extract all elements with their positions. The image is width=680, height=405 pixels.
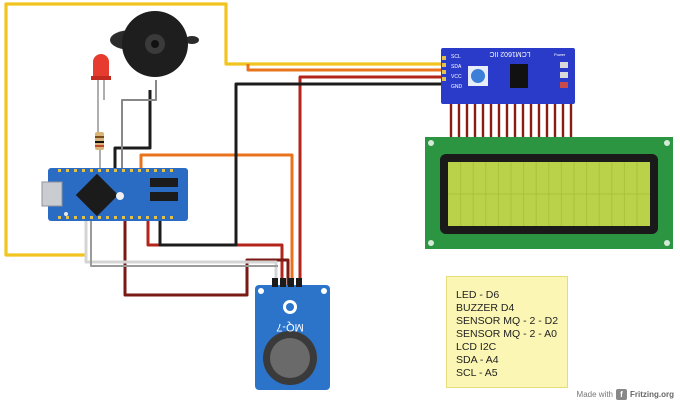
fritzing-logo-icon: f — [616, 389, 627, 400]
i2c-lcd-pins — [449, 104, 573, 137]
sensor-pins — [272, 278, 302, 287]
gray-wire — [90, 221, 278, 267]
buzzer — [110, 11, 199, 77]
red-wire — [146, 221, 284, 285]
made-with-text: Made with — [576, 390, 613, 399]
note-line-led: LED - D6 — [456, 289, 500, 301]
note-line-scl: SCL - A5 — [456, 367, 498, 379]
fritzing-credit: Made with f Fritzing.org — [577, 389, 674, 400]
note-line-sda: SDA - A4 — [456, 354, 499, 366]
arduino-nano — [41, 168, 188, 221]
i2c-power-label: Power — [554, 52, 566, 57]
i2c-pin-vcc: VCC — [451, 74, 462, 80]
nano-top-pins — [58, 169, 173, 172]
wires — [4, 2, 573, 297]
dark-red-wire — [123, 221, 290, 297]
black-wire — [158, 82, 444, 247]
i2c-pin-scl: SCL — [451, 54, 461, 60]
i2c-pin-header — [442, 56, 446, 81]
orange-wire — [139, 153, 294, 285]
fritzing-brand: Fritzing.org — [630, 390, 674, 399]
i2c-pin-sda: SDA — [451, 64, 462, 70]
nano-bottom-pins — [58, 216, 173, 219]
i2c-module: LCM1602 IIC SCL SDA VCC GND Power — [441, 48, 575, 104]
i2c-pin-gnd: GND — [451, 84, 463, 90]
white-wire — [84, 221, 278, 285]
resistor — [95, 132, 104, 168]
i2c-label: LCM1602 IIC — [489, 50, 530, 57]
note-line-lcd: LCD I2C — [456, 341, 497, 353]
black-wire-2 — [113, 90, 152, 168]
lcd-grid — [448, 162, 650, 226]
gas-sensor: MQ-7 — [255, 278, 330, 390]
yellow-wire — [4, 2, 444, 257]
red-wire-2 — [298, 75, 444, 285]
buzzer-lead — [121, 80, 157, 168]
note-line-sensor-analog: SENSOR MQ - 2 - A0 — [456, 328, 557, 340]
note-line-buzzer: BUZZER D4 — [456, 302, 515, 314]
note-line-sensor-digital: SENSOR MQ - 2 - D2 — [456, 315, 559, 327]
pin-mapping-note: LED - D6 BUZZER D4 SENSOR MQ - 2 - D2 SE… — [446, 276, 568, 388]
lcd-display — [425, 137, 673, 249]
led — [91, 54, 111, 132]
sensor-label: MQ-7 — [276, 321, 304, 333]
orange-wire-2 — [246, 64, 444, 72]
